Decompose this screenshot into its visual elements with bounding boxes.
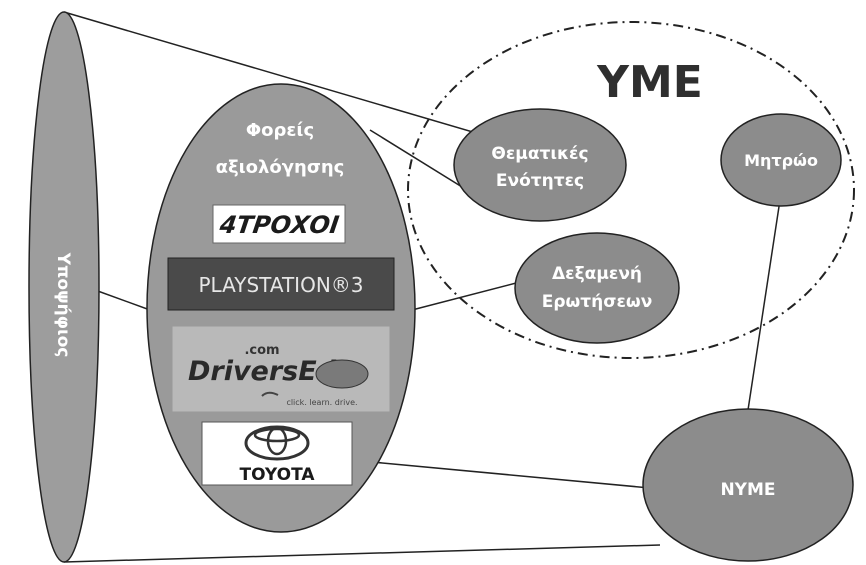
- thematic-units-line1: Θεματικές: [491, 144, 588, 164]
- cone-bottom-line: [63, 544, 661, 563]
- toyota-to-nyme-line: [371, 461, 651, 489]
- evaluators-to-thematic-line: [369, 129, 476, 196]
- driversed-tagline-text: click. learn. drive.: [286, 398, 357, 407]
- nyme-bubble: [642, 408, 854, 562]
- nyme-label: NYME: [720, 480, 775, 500]
- candidate-label: Υποψήφιος: [53, 252, 73, 358]
- evaluators-title-line1: Φορείς: [246, 120, 314, 141]
- question-pool-line1: Δεξαμενή: [552, 264, 642, 284]
- thematic-units-line2: Ενότητες: [496, 171, 584, 191]
- yme-boundary: [407, 21, 855, 359]
- driversed-logo: .com DriversEd click. learn. drive.: [171, 325, 391, 413]
- evaluators-to-question-pool-line: [411, 281, 521, 311]
- playstation-logo-text: PLAYSTATION®3: [198, 273, 363, 297]
- question-pool-line2: Ερωτήσεων: [542, 292, 653, 312]
- registry-label: Μητρώο: [744, 151, 818, 170]
- playstation-logo: PLAYSTATION®3: [167, 257, 395, 311]
- driversed-helmet-icon: [315, 359, 369, 389]
- evaluators-title-line2: αξιολόγησης: [216, 157, 345, 178]
- driversed-com-text: .com: [244, 343, 279, 358]
- candidate-to-evaluators-line: [94, 289, 151, 311]
- registry-bubble: [720, 113, 842, 207]
- toyota-logo-text: TOYOTA: [239, 465, 315, 485]
- driversed-swoosh-icon: [261, 391, 279, 397]
- candidate-ellipse: [28, 11, 100, 563]
- registry-to-nyme-line: [747, 199, 781, 411]
- yme-title: YME: [596, 57, 703, 108]
- trochoi-logo-text: 4ΤΡΟΧΟΙ: [217, 211, 341, 239]
- question-pool-bubble: [514, 232, 680, 344]
- cone-top-line: [63, 11, 501, 141]
- trochoi-logo: 4ΤΡΟΧΟΙ: [212, 204, 346, 244]
- thematic-units-bubble: [453, 108, 627, 222]
- driversed-logo-text: DriversEd: [188, 356, 337, 387]
- toyota-logo: TOYOTA: [201, 421, 353, 486]
